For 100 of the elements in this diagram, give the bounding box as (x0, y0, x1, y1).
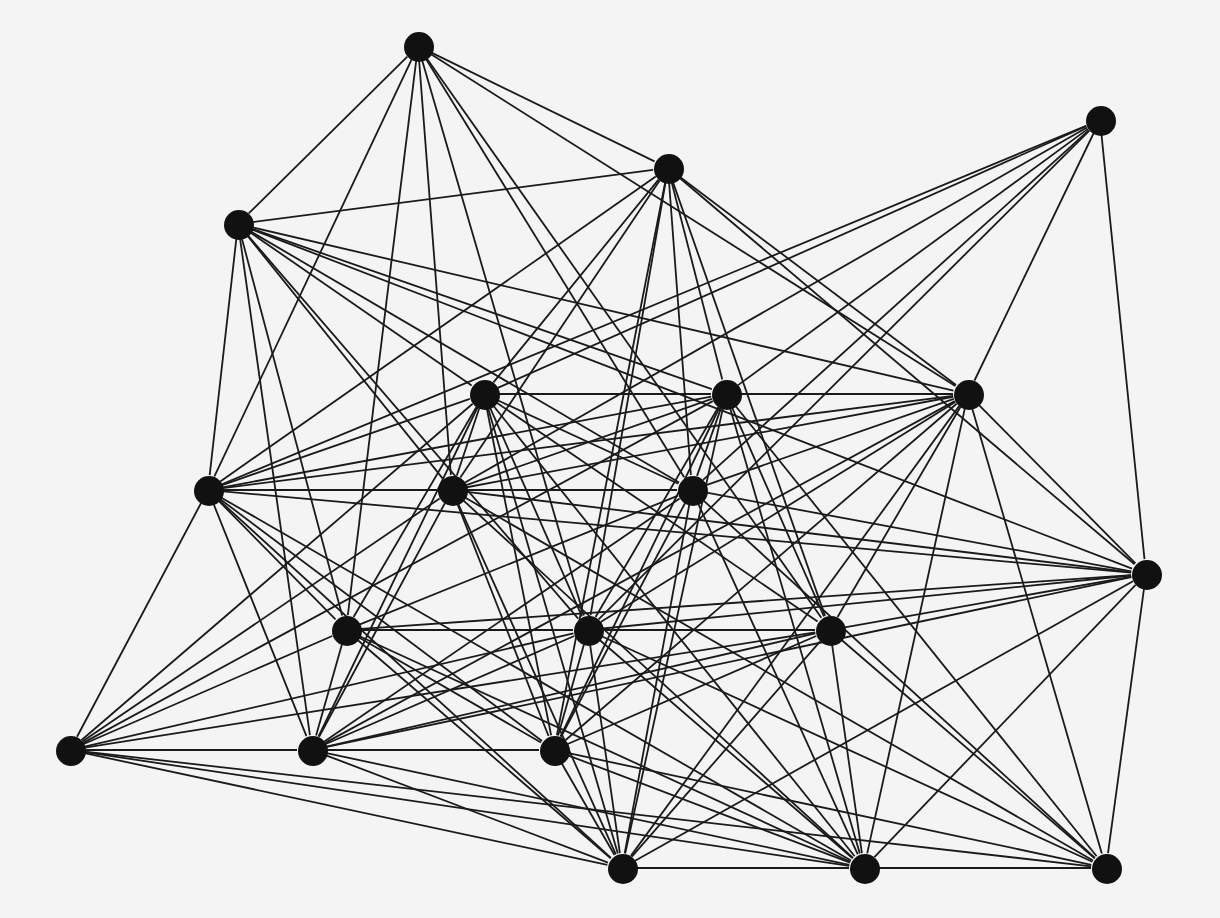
connector-line (668, 182, 692, 476)
connector-line (325, 752, 851, 866)
connector-line (492, 404, 856, 858)
connector-line (84, 749, 298, 751)
connector-line (602, 574, 1132, 630)
connector-line (325, 576, 1133, 748)
circle-node (55, 735, 85, 765)
connector-line (589, 643, 621, 855)
connector-line (221, 398, 471, 486)
connector-line (679, 176, 957, 386)
connector-line (429, 53, 957, 387)
connector-line (630, 640, 822, 858)
connector-line (359, 494, 679, 626)
connector-line (217, 499, 337, 621)
circle-node (331, 615, 361, 645)
connector-line (222, 489, 438, 491)
connector-line (219, 175, 657, 483)
connector-line (597, 129, 1091, 621)
connector-line (731, 406, 825, 618)
connector-line (317, 406, 479, 738)
connector-line (496, 399, 680, 485)
connector-line (246, 234, 444, 480)
connector-line (358, 635, 852, 863)
circle-node (1085, 105, 1115, 135)
connector-line (346, 60, 418, 616)
connector-line (496, 125, 1088, 389)
circle-node (1091, 853, 1121, 883)
connector-line (240, 237, 344, 617)
connector-line (840, 638, 1096, 860)
connector-line (221, 395, 713, 489)
connector-line (843, 575, 1133, 629)
circle-node (607, 853, 637, 883)
connector-line (866, 407, 966, 855)
connector-line (218, 499, 612, 859)
connector-line (973, 132, 1095, 382)
connector-line (566, 635, 818, 745)
connector-line (247, 55, 409, 215)
connector-line (567, 752, 1093, 866)
connector-line (634, 580, 1134, 862)
connector-line (734, 404, 1098, 858)
connector-line (702, 499, 1096, 859)
connector-line (598, 638, 854, 860)
connector-line (430, 51, 656, 163)
connector-line (705, 398, 955, 486)
connector-line (465, 395, 955, 489)
circle-node (469, 379, 499, 409)
circle-node (193, 475, 223, 505)
connector-line (251, 226, 955, 392)
connector-line (559, 406, 721, 738)
connector-line (81, 497, 441, 743)
connector-line (672, 181, 826, 617)
connector-line (696, 407, 722, 477)
connector-line (76, 502, 202, 738)
connector-line (251, 228, 713, 390)
connector-line (246, 234, 580, 620)
connector-line (489, 406, 583, 618)
connector-line (324, 400, 956, 744)
connector-line (318, 502, 446, 738)
connector-line (670, 181, 724, 381)
connector-line (977, 403, 1137, 565)
connector-line (358, 636, 542, 744)
connector-line (425, 57, 823, 619)
connector-line (629, 405, 961, 857)
circle-node (953, 379, 983, 409)
connector-line (602, 629, 816, 631)
connector-line (878, 867, 1092, 869)
connector-line (324, 635, 576, 745)
circle-node (223, 209, 253, 239)
connector-line (567, 754, 851, 864)
connector-line (208, 238, 238, 476)
connector-line (219, 498, 543, 742)
connector-line (213, 58, 413, 478)
connector-line (82, 635, 334, 745)
connector-line (564, 402, 958, 742)
connector-line (594, 406, 720, 618)
connector-line (83, 751, 851, 867)
connector-line (831, 643, 863, 855)
connector-line (251, 169, 655, 223)
connector-line (212, 503, 308, 737)
circle-node (849, 853, 879, 883)
circle-node (711, 379, 741, 409)
connector-line (560, 502, 686, 738)
connector-line (1100, 134, 1146, 560)
connector-line (456, 503, 550, 737)
circle-node (437, 475, 467, 505)
connector-line (729, 407, 861, 855)
circle-node (297, 735, 327, 765)
connector-line (600, 635, 1094, 863)
connector-line (971, 407, 1103, 855)
circle-node (403, 31, 433, 61)
connector-line (360, 574, 1132, 630)
circle-node (815, 615, 845, 645)
circle-node (573, 615, 603, 645)
connector-line (83, 631, 817, 749)
connector-line (352, 406, 478, 618)
connector-line (737, 127, 1089, 387)
connector-line (836, 406, 962, 618)
connector-line (251, 228, 1133, 570)
connector-line (315, 643, 343, 737)
connector-line (457, 502, 617, 856)
